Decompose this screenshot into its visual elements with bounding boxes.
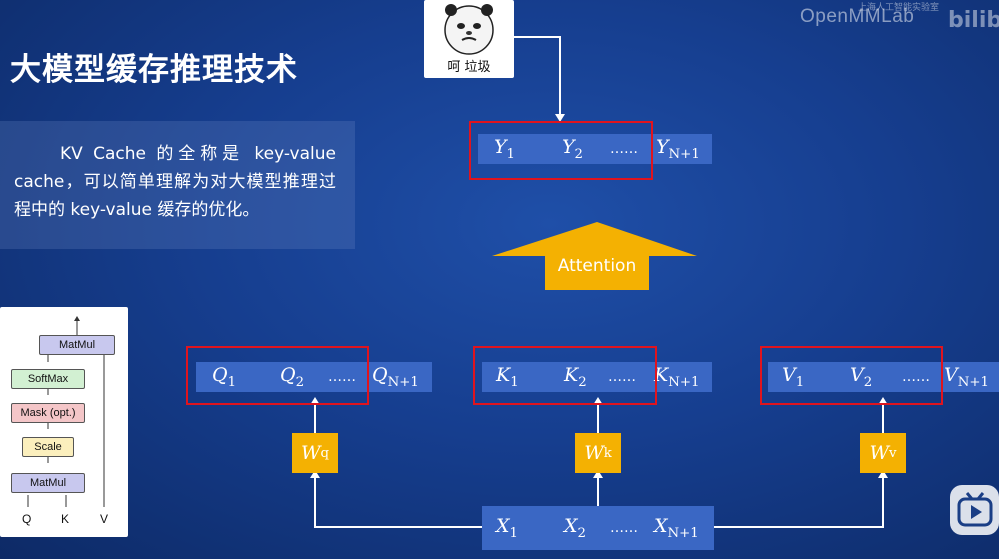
meme-arrow: [514, 36, 561, 118]
qn-token: QN+1: [372, 364, 419, 390]
q-ellipsis: ……: [328, 369, 356, 385]
k2-token: K2: [564, 364, 587, 390]
xn-token: XN+1: [654, 515, 699, 541]
input-v-label: V: [100, 512, 109, 526]
input-k-label: K: [61, 512, 70, 526]
vn-token: VN+1: [944, 364, 989, 390]
x-ellipsis: ……: [610, 520, 638, 536]
matmul-bottom-layer: MatMul: [11, 473, 85, 493]
panda-face-icon: [444, 4, 494, 55]
x-to-wq-line: [314, 474, 482, 528]
y-output-row: Y1 Y2 …… YN+1: [478, 134, 712, 164]
v-row: V1 V2 …… VN+1: [768, 362, 999, 392]
v1-token: V1: [782, 364, 805, 390]
k-ellipsis: ……: [608, 369, 636, 385]
v2-token: V2: [850, 364, 873, 390]
meme-caption: 呵 垃圾: [447, 60, 491, 75]
y-cached-frame: [469, 121, 653, 180]
x-input-row: X1 X2 …… XN+1: [482, 506, 714, 550]
v-cached-frame: [760, 346, 943, 405]
brand-watermark: OpenMMLab: [800, 6, 915, 27]
institute-watermark: 上海人工智能实验室: [858, 3, 940, 13]
input-q-label: Q: [22, 512, 32, 526]
mask-layer: Mask (opt.): [11, 403, 85, 423]
slide-title: 大模型缓存推理技术: [10, 52, 298, 88]
attention-label: Attention: [557, 256, 637, 276]
x-to-wv-line: [714, 474, 884, 528]
y-ellipsis: ……: [610, 141, 638, 157]
x1-token: X1: [496, 515, 518, 541]
q1-token: Q1: [212, 364, 237, 390]
v-ellipsis: ……: [902, 369, 930, 385]
kn-token: KN+1: [654, 364, 700, 390]
platform-logo: bilibili: [948, 8, 999, 33]
k1-token: K1: [496, 364, 519, 390]
softmax-layer: SoftMax: [11, 369, 85, 389]
description-text: KV Cache 的全称是 key-value cache，可以简单理解为对大模…: [14, 144, 336, 220]
description-panel: [0, 121, 355, 249]
scale-layer: Scale: [22, 437, 74, 457]
k-row: K1 K2 …… KN+1: [482, 362, 712, 392]
attention-block-diagram: MatMul SoftMax Mask (opt.) Scale MatMul …: [0, 307, 128, 537]
x2-token: X2: [564, 515, 586, 541]
meme-arrow-head: [555, 114, 565, 122]
y1-token: Y1: [494, 136, 516, 162]
q-row: Q1 Q2 …… QN+1: [196, 362, 432, 392]
q2-token: Q2: [280, 364, 305, 390]
bilibili-badge[interactable]: [950, 485, 999, 535]
q-cached-frame: [186, 346, 369, 405]
play-icon: [957, 492, 993, 527]
k-cached-frame: [473, 346, 657, 405]
yn-token: YN+1: [656, 136, 700, 162]
y2-token: Y2: [562, 136, 584, 162]
meme-sticker: [424, 0, 514, 78]
attention-arrow: [492, 222, 697, 290]
matmul-top-layer: MatMul: [39, 335, 115, 355]
